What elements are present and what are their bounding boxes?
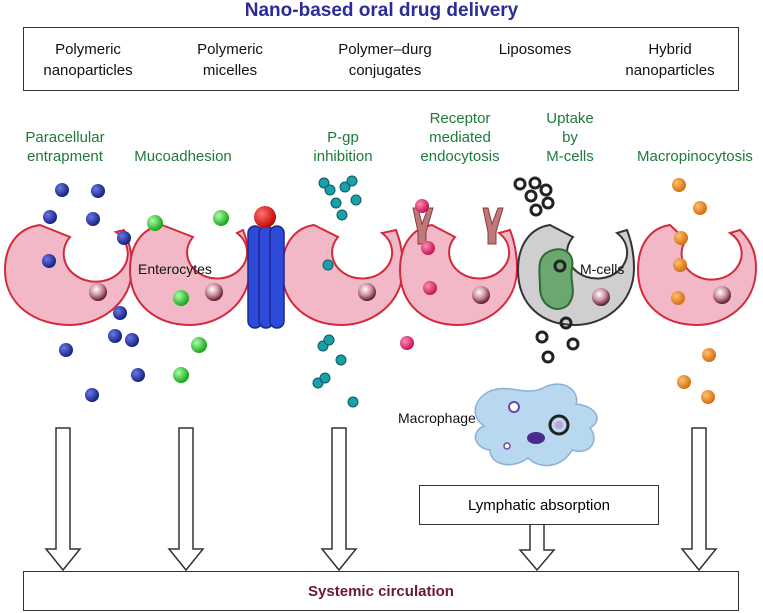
mechanism-macropinocytosis: Macropinocytosis: [637, 148, 753, 165]
nucleus-icon: [472, 286, 490, 304]
macrophage-label: Macrophage: [398, 410, 476, 426]
mechanism-paracellular-entrapment: Paracellular entrapment: [25, 129, 105, 165]
mechanism-uptake-by-m-cells: Uptake by M-cells: [546, 110, 594, 165]
arrow-down-icon: [518, 523, 556, 572]
pgp-pump-icon: [247, 206, 285, 329]
mechanism-receptor-mediated-endocytosis: Receptor mediated endocytosis: [420, 110, 500, 165]
nucleus-icon: [358, 283, 376, 301]
flow-arrows: [44, 427, 718, 572]
enterocyte-cell-5: [636, 223, 758, 327]
arrow-down-icon: [44, 427, 82, 572]
nucleus-icon: [592, 288, 610, 306]
macrophage-icon: [474, 383, 598, 467]
receptor-ligand-particles: [400, 199, 437, 350]
lymphatic-absorption-box: Lymphatic absorption: [419, 485, 659, 525]
nucleus-icon: [205, 283, 223, 301]
m-cells-label: M-cells: [580, 261, 625, 277]
diagram-title: Nano-based oral drug delivery: [244, 0, 519, 21]
nucleus-icon: [89, 283, 107, 301]
mucoadhesive-particles: [147, 210, 229, 383]
pgp-inhibitor-particles: [312, 175, 362, 408]
mechanism-pgp-inhibition: P-gp inhibition: [313, 129, 373, 165]
enterocytes-label: Enterocytes: [138, 261, 212, 277]
carrier-polymer-drug-conjugates: Polymer–durg conjugates: [338, 41, 432, 79]
systemic-circulation-box: Systemic circulation: [23, 571, 739, 611]
carrier-types-box: [23, 27, 739, 91]
paracellular-particles: [42, 183, 145, 402]
carrier-polymeric-micelles: Polymeric micelles: [197, 41, 263, 79]
arrow-down-icon: [320, 427, 358, 572]
carrier-hybrid-nanoparticles: Hybrid nanoparticles: [625, 41, 715, 79]
carrier-liposomes: Liposomes: [498, 41, 572, 58]
carrier-polymeric-nanoparticles: Polymeric nanoparticles: [43, 41, 133, 79]
receptor-icon: [412, 207, 504, 245]
macropinocytosis-particles: [671, 178, 716, 404]
enterocyte-cell-1: [3, 223, 134, 327]
mechanism-mucoadhesion: Mucoadhesion: [134, 148, 232, 165]
arrow-down-icon: [680, 427, 718, 572]
enterocyte-cell-3: [280, 223, 405, 327]
lymphocyte-pocket: [538, 248, 574, 310]
m-cell-particles: [513, 176, 580, 364]
nucleus-icon: [713, 286, 731, 304]
arrow-down-icon: [167, 427, 205, 572]
